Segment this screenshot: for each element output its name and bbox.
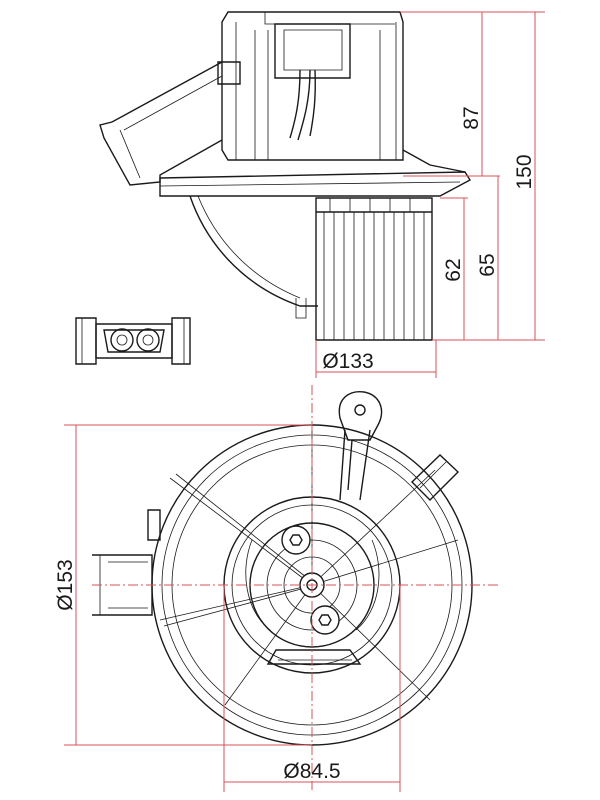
dim-height-motor: 87 [460, 106, 483, 129]
side-view-dimensions [315, 11, 545, 378]
dim-dia-wheel: Ø133 [322, 350, 373, 373]
dim-dia-housing: Ø153 [54, 559, 77, 610]
dim-height-total: 150 [513, 154, 536, 189]
side-view [99, 11, 471, 341]
dim-height-wheel-flange: 65 [476, 253, 499, 276]
connector-detail [75, 317, 191, 365]
dim-dia-inner: Ø84.5 [283, 760, 340, 783]
dim-height-wheel: 62 [442, 258, 465, 281]
top-view [92, 391, 473, 746]
top-view-dimensions [64, 385, 500, 792]
